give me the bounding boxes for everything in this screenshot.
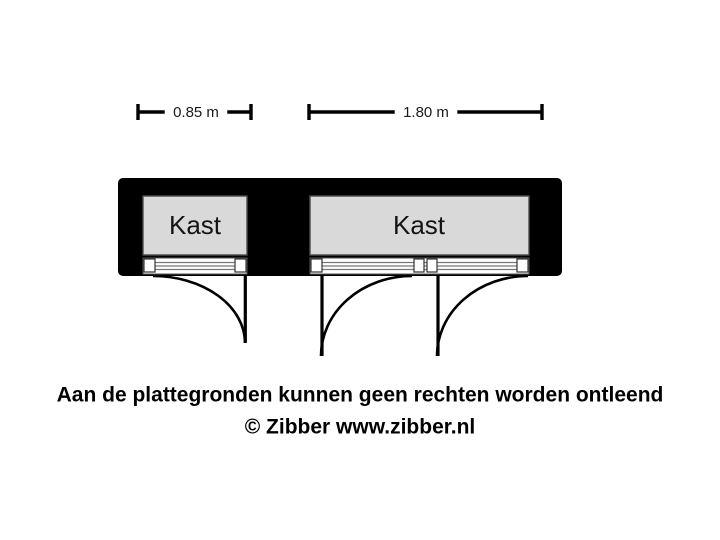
sill-right-jamb-end [516,258,529,273]
sill-right-jamb-start [310,258,323,273]
sill-left-jamb-start [143,258,156,273]
sill-right-jamb-mid-left [413,258,425,273]
dimension-right-label-plate [394,101,458,123]
footer-disclaimer-line-1: Aan de plattegronden kunnen geen rechten… [57,384,664,407]
footer-disclaimer: Aan de plattegronden kunnen geen rechten… [57,384,664,439]
room-kast-left-area [142,195,248,256]
dimension-left: 0.85 m [136,101,253,123]
room-kast-left: Kast [142,195,248,256]
sill-left-jamb-end [234,258,247,273]
dimension-right: 1.80 m [307,101,544,123]
door-middle [319,274,413,357]
dimension-left-label: 0.85 m [173,104,219,121]
room-kast-right-label: Kast [393,210,446,240]
footer-disclaimer-line-2: © Zibber www.zibber.nl [245,416,476,439]
door-left [152,274,247,344]
sill-right-jamb-mid-right [426,258,438,273]
door-left-swing-arc [152,274,247,344]
room-kast-left-label: Kast [169,210,222,240]
room-kast-right-area [309,195,530,256]
room-kast-right: Kast [309,195,530,256]
dimension-left-label-plate [164,101,228,123]
door-right [435,274,529,357]
dimension-right-label: 1.80 m [403,104,449,121]
sill-right [309,257,530,275]
sill-left [142,257,248,275]
